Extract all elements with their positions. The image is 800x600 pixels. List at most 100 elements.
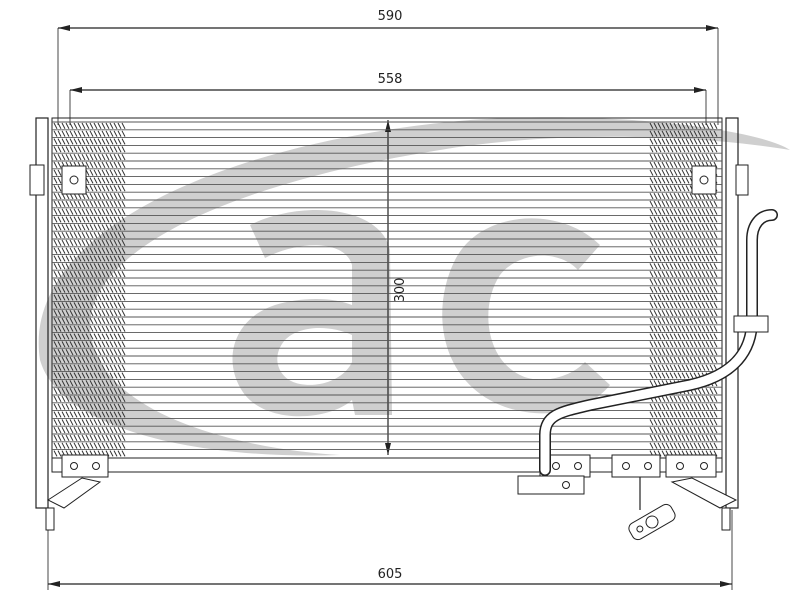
fin-mark — [65, 317, 70, 325]
fin-mark — [69, 325, 74, 332]
fin-mark — [53, 146, 58, 153]
fin-mark — [713, 208, 718, 215]
fin-mark — [109, 309, 114, 317]
fin-mark — [109, 356, 114, 364]
fin-mark — [665, 356, 670, 364]
fin-mark — [697, 395, 702, 403]
fin-mark — [649, 302, 654, 309]
fin-mark — [697, 231, 702, 239]
fin-mark — [709, 270, 714, 278]
fin-mark — [101, 177, 106, 184]
fin-mark — [661, 356, 666, 364]
fin-mark — [121, 364, 126, 371]
fin-mark — [685, 263, 690, 270]
fin-mark — [109, 153, 114, 161]
fin-mark — [701, 153, 706, 161]
ac-logo-watermark — [38, 117, 791, 456]
fin-mark — [673, 333, 678, 340]
fin-mark — [69, 333, 74, 340]
fin-mark — [697, 122, 702, 130]
fin-mark — [105, 387, 110, 395]
fin-mark — [689, 411, 694, 418]
fin-mark — [665, 169, 670, 176]
fin-mark — [101, 348, 106, 356]
fin-mark — [113, 450, 118, 457]
fin-mark — [681, 395, 686, 403]
fin-mark — [81, 309, 86, 317]
fin-mark — [101, 122, 106, 130]
fin-mark — [657, 270, 662, 278]
fin-mark — [61, 380, 66, 387]
fin-mark — [101, 434, 106, 442]
fin-mark — [93, 356, 98, 364]
fin-mark — [705, 356, 710, 364]
fin-mark — [85, 317, 90, 325]
fin-mark — [121, 255, 126, 262]
fin-mark — [701, 348, 706, 356]
fin-mark — [57, 247, 62, 254]
fin-mark — [105, 263, 110, 270]
fin-mark — [89, 169, 94, 176]
fin-mark — [669, 255, 674, 262]
fin-mark — [97, 434, 102, 442]
fin-mark — [109, 442, 114, 449]
fin-mark — [121, 348, 126, 356]
fin-mark — [97, 294, 102, 301]
fin-mark — [709, 317, 714, 325]
fin-mark — [97, 122, 102, 130]
fin-mark — [93, 208, 98, 215]
bolt-icon — [92, 462, 100, 470]
fin-mark — [53, 161, 58, 169]
fin-mark — [101, 263, 106, 270]
fin-mark — [669, 317, 674, 325]
fin-mark — [665, 161, 670, 169]
fin-mark — [85, 130, 90, 137]
fin-mark — [65, 216, 70, 223]
fin-mark — [121, 450, 126, 457]
fin-mark — [65, 356, 70, 364]
fin-mark — [653, 317, 658, 325]
fin-mark — [661, 263, 666, 270]
fin-mark — [101, 356, 106, 364]
fin-mark — [681, 122, 686, 130]
fin-mark — [105, 403, 110, 410]
fin-mark — [693, 356, 698, 364]
fin-mark — [65, 270, 70, 278]
fin-mark — [93, 302, 98, 309]
fin-mark — [105, 356, 110, 364]
fin-mark — [669, 309, 674, 317]
fin-mark — [73, 224, 78, 231]
fin-mark — [85, 372, 90, 379]
fin-mark — [657, 216, 662, 223]
logo-letter-a — [232, 210, 392, 417]
fin-mark — [689, 192, 694, 200]
fin-mark — [121, 294, 126, 301]
fin-mark — [693, 419, 698, 426]
fin-mark — [701, 302, 706, 309]
fin-mark — [669, 348, 674, 356]
fin-mark — [677, 270, 682, 278]
fin-mark — [649, 356, 654, 364]
fin-mark — [57, 169, 62, 176]
fin-mark — [85, 395, 90, 403]
fin-mark — [121, 270, 126, 278]
fin-mark — [673, 317, 678, 325]
fin-mark — [73, 216, 78, 223]
fin-mark — [673, 177, 678, 184]
fin-mark — [669, 185, 674, 192]
fin-mark — [85, 434, 90, 442]
fin-mark — [665, 309, 670, 317]
fin-mark — [665, 270, 670, 278]
fin-mark — [113, 130, 118, 137]
fin-mark — [649, 161, 654, 169]
fin-mark — [709, 130, 714, 137]
fin-mark — [689, 372, 694, 379]
fin-mark — [673, 309, 678, 317]
fin-mark — [677, 348, 682, 356]
fin-mark — [117, 231, 122, 239]
fin-mark — [93, 411, 98, 418]
fin-mark — [661, 403, 666, 410]
fin-mark — [677, 442, 682, 449]
fin-mark — [685, 130, 690, 137]
fin-mark — [113, 411, 118, 418]
